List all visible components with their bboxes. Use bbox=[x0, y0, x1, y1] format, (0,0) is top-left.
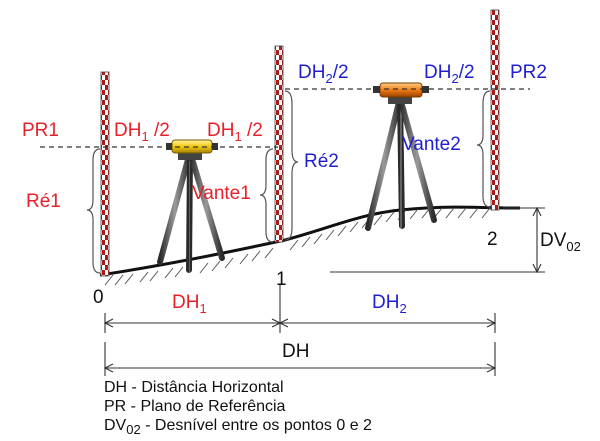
legend-item-dh: DH - Distância Horizontal bbox=[104, 379, 284, 396]
legend-item-dv: DV02 - Desnível entre os pontos 0 e 2 bbox=[104, 417, 372, 437]
staff-point-2 bbox=[490, 9, 500, 211]
legend-item-pr: PR - Plano de Referência bbox=[104, 398, 286, 415]
label-vante2: Vante2 bbox=[402, 134, 461, 155]
tripod-2 bbox=[365, 95, 437, 231]
staff-point-1 bbox=[274, 45, 284, 243]
dimension-dh-total bbox=[103, 342, 497, 376]
label-dh1-half-a: DH1 /2 bbox=[114, 120, 170, 144]
staff-point-0 bbox=[100, 71, 110, 277]
label-vante1: Vante1 bbox=[192, 183, 251, 204]
label-point-2: 2 bbox=[487, 229, 498, 250]
label-re1: Ré1 bbox=[26, 191, 61, 212]
ground-line bbox=[99, 205, 520, 277]
terrain bbox=[99, 205, 520, 286]
label-dh1-half-b: DH1 /2 bbox=[207, 120, 263, 144]
brace-re1 bbox=[86, 148, 101, 274]
tripod-1 bbox=[157, 149, 225, 273]
label-dv02: DV02 bbox=[540, 230, 581, 254]
legend: DH - Distância Horizontal PR - Plano de … bbox=[104, 379, 372, 437]
label-dh2-half-b: DH2/2 bbox=[424, 62, 475, 86]
brace-re2 bbox=[284, 90, 299, 241]
brace-vante2 bbox=[476, 90, 491, 208]
dimension-dh1-dh2 bbox=[103, 285, 497, 333]
label-re2: Ré2 bbox=[304, 151, 339, 172]
level-instrument-2 bbox=[373, 82, 429, 98]
brace-vante1 bbox=[259, 148, 274, 243]
label-pr2: PR2 bbox=[510, 62, 547, 83]
level-instrument-1 bbox=[166, 139, 218, 154]
dimension-dv02 bbox=[330, 206, 545, 274]
label-point-1: 1 bbox=[276, 269, 287, 290]
label-point-0: 0 bbox=[93, 287, 104, 308]
label-pr1: PR1 bbox=[22, 120, 59, 141]
label-dh2-half-a: DH2/2 bbox=[298, 62, 349, 86]
label-dh1: DH1 bbox=[172, 292, 207, 316]
label-dh-total: DH bbox=[282, 341, 309, 362]
label-dh2: DH2 bbox=[372, 292, 407, 316]
ground-hatch bbox=[104, 207, 491, 286]
